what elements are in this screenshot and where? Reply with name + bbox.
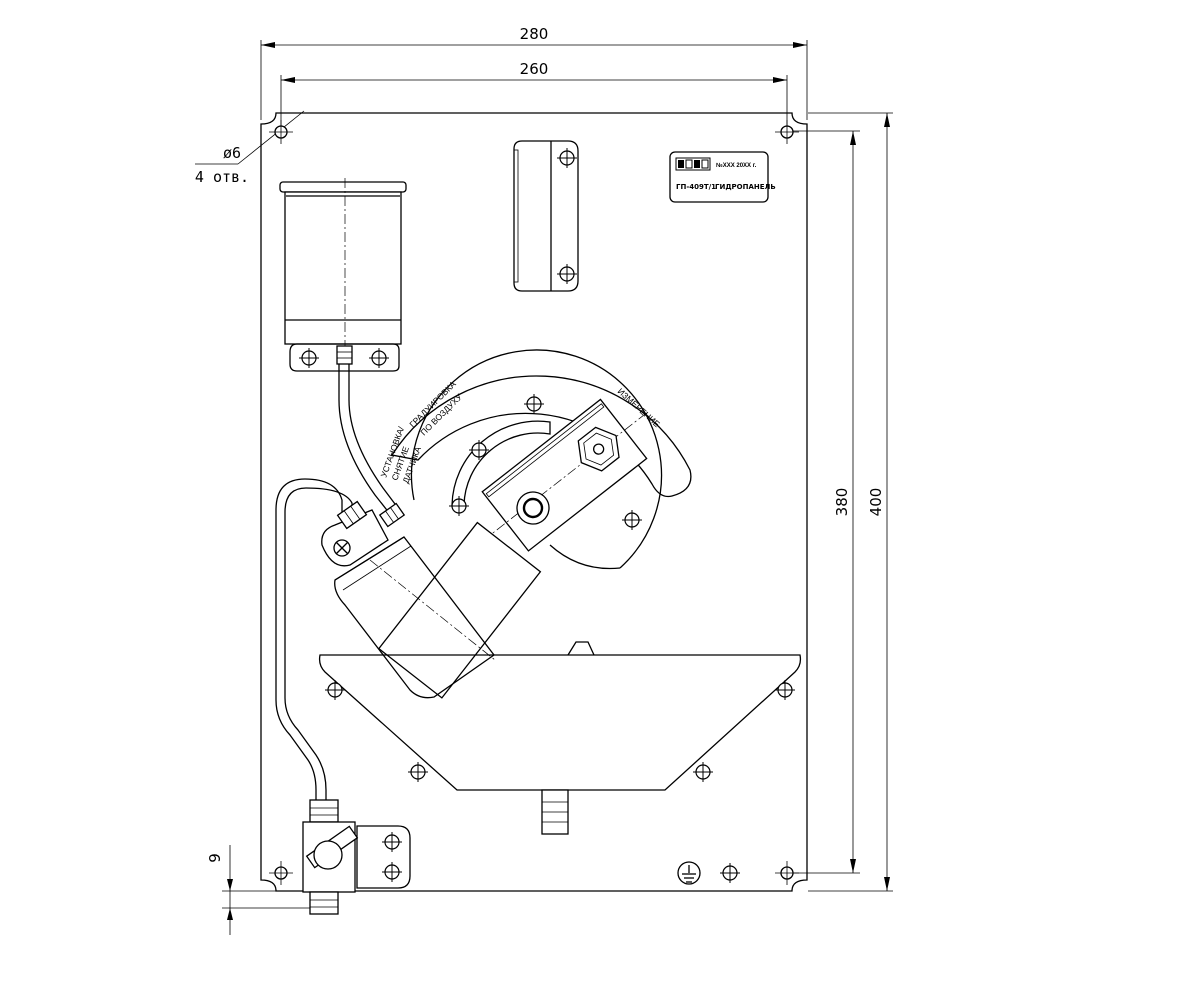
tray [318, 641, 802, 835]
hole-count-label: 4 отв. [195, 168, 249, 186]
tube-reservoir-to-sensor [338, 364, 399, 515]
sensor-cylinder [321, 500, 496, 699]
mounting-holes [269, 120, 799, 885]
nameplate: №ХХХ 20ХХ г. ГП-409Т/1 ГИДРОПАНЕЛЬ [669, 151, 776, 203]
logo-icon [675, 157, 711, 171]
sector-label-measure: ИЗМЕРЕНИЕ [616, 386, 663, 429]
sensor-arm [481, 398, 649, 552]
nameplate-name: ГИДРОПАНЕЛЬ [715, 183, 776, 191]
reservoir [279, 178, 407, 372]
dimension-width-280: 280 [260, 25, 808, 120]
nameplate-model: ГП-409Т/1 [676, 183, 716, 191]
ground-icon [677, 861, 701, 885]
dim-380-label: 380 [833, 488, 851, 517]
dim-280-label: 280 [520, 25, 549, 43]
panel-outline [260, 112, 808, 892]
dim-9-label: 9 [206, 853, 224, 863]
sector-label-install: УСТАНОВКА/ СНЯТИЕ ДАТЧИКА [378, 425, 423, 485]
top-bracket [513, 140, 579, 292]
dimension-height-400: 400 [808, 112, 893, 892]
dim-260-label: 260 [520, 60, 549, 78]
valve-assembly [302, 799, 411, 915]
tube-left [275, 478, 353, 800]
ground-screw [719, 862, 741, 884]
dim-400-label: 400 [867, 488, 885, 517]
dimension-height-380: 380 [792, 130, 860, 874]
dimension-width-260: 260 [280, 60, 788, 132]
nameplate-number: №ХХХ 20ХХ г. [716, 162, 757, 169]
hole-callout: ø6 4 отв. [195, 110, 305, 186]
hole-diameter-label: ø6 [223, 144, 241, 162]
